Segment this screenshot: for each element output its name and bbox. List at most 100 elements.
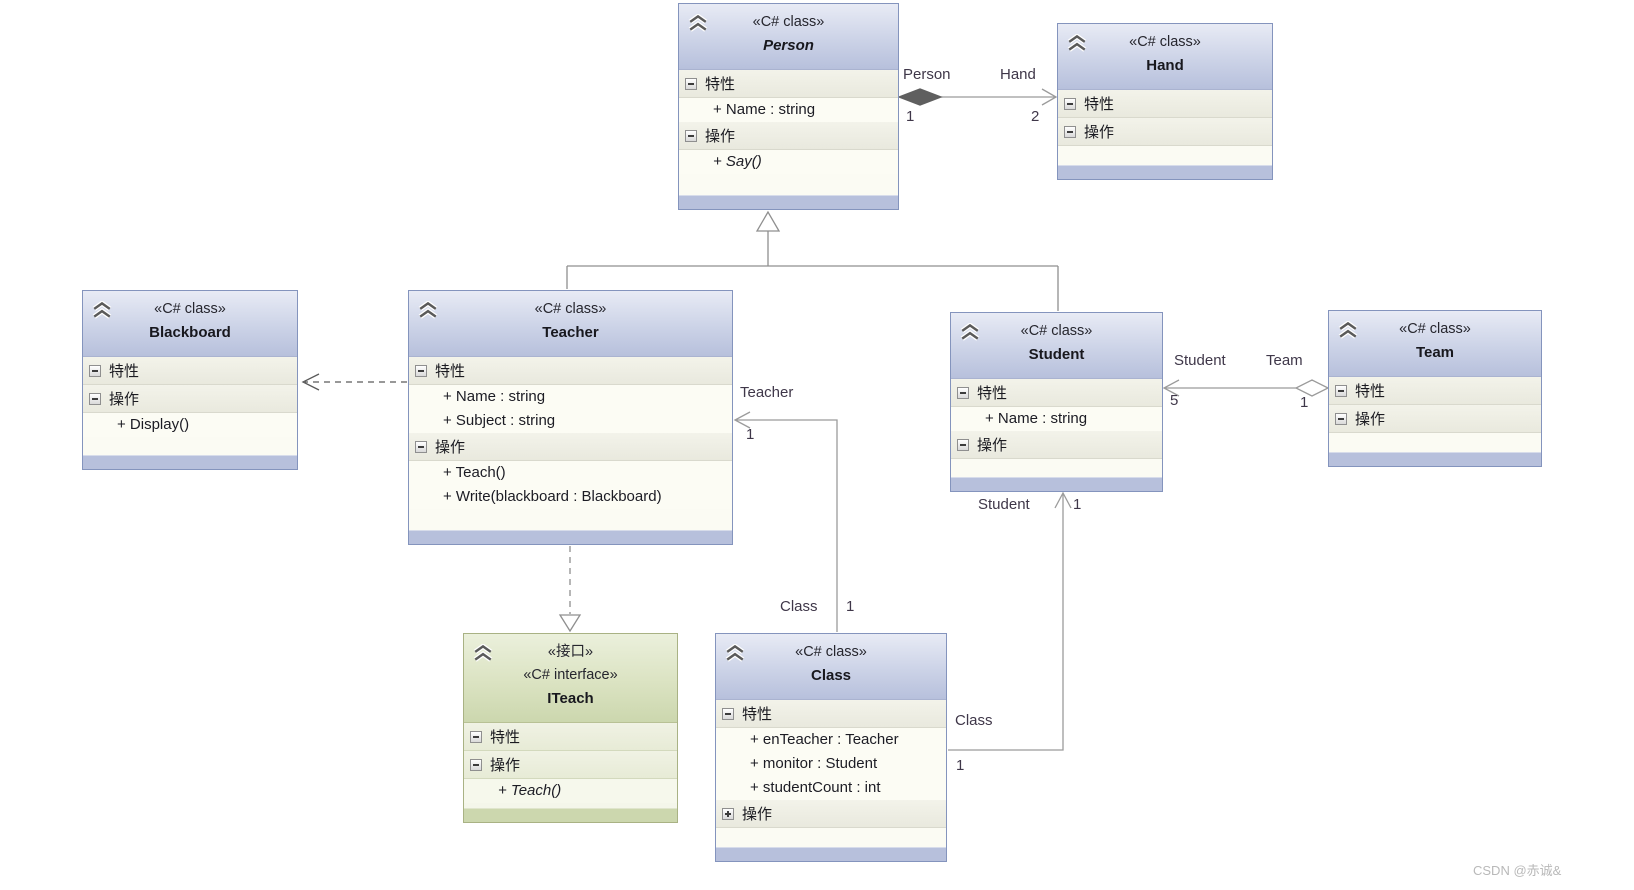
minus-expander-icon[interactable]: [1335, 384, 1347, 397]
attributes-section-header: 特性: [716, 700, 946, 728]
operation-row: + Write(blackboard : Blackboard): [409, 485, 732, 509]
attribute-row: + enTeacher : Teacher: [716, 728, 946, 752]
collapse-chevron-icon[interactable]: [92, 301, 112, 319]
box-footer-strip: [1058, 165, 1272, 179]
role-label-person: Person: [903, 66, 951, 83]
multiplicity-label-team: 1: [1300, 394, 1309, 411]
interface-name: ITeach: [547, 690, 594, 707]
stereotype-label: «C# class»: [1399, 321, 1471, 337]
class-box-person[interactable]: «C# class» Person 特性 + Name : string 操作 …: [678, 3, 899, 210]
class-header: «接口» «C# interface» ITeach: [464, 634, 677, 723]
role-label-student-agg: Student: [1174, 352, 1226, 369]
role-label-student-bottom: Student: [978, 496, 1030, 513]
attribute-row: + studentCount : int: [716, 776, 946, 800]
multiplicity-label-student-bottom: 1: [1073, 496, 1082, 513]
operations-section-header: 操作: [951, 431, 1162, 459]
box-footer-strip: [951, 477, 1162, 491]
multiplicity-label-student-agg: 5: [1170, 392, 1179, 409]
collapse-chevron-icon[interactable]: [1067, 34, 1087, 52]
operation-row: + Teach(): [409, 461, 732, 485]
stereotype-label: «C# interface»: [523, 667, 618, 683]
minus-expander-icon[interactable]: [1064, 125, 1076, 138]
minus-expander-icon[interactable]: [685, 129, 697, 142]
attributes-section-header: 特性: [1058, 90, 1272, 118]
operations-section-header: 操作: [1058, 118, 1272, 146]
role-label-team: Team: [1266, 352, 1303, 369]
attribute-row: + monitor : Student: [716, 752, 946, 776]
collapse-chevron-icon[interactable]: [725, 644, 745, 662]
interface-box-iteach[interactable]: «接口» «C# interface» ITeach 特性 操作 + Teach…: [463, 633, 678, 823]
collapse-chevron-icon[interactable]: [1338, 321, 1358, 339]
class-header: «C# class» Team: [1329, 311, 1541, 377]
class-name: Person: [763, 37, 814, 54]
class-name: Blackboard: [149, 324, 231, 341]
class-box-team[interactable]: «C# class» Team 特性 操作: [1328, 310, 1542, 467]
class-name: Hand: [1146, 57, 1184, 74]
attributes-section-header: 特性: [464, 723, 677, 751]
role-label-class-top: Class: [780, 598, 818, 615]
stereotype-cn-label: «接口»: [547, 644, 594, 660]
role-label-teacher: Teacher: [740, 384, 794, 401]
composition-edge-person-hand: [897, 88, 1058, 106]
minus-expander-icon[interactable]: [957, 386, 969, 399]
operation-row: + Teach(): [464, 779, 677, 803]
minus-expander-icon[interactable]: [415, 364, 427, 377]
attribute-row: + Name : string: [409, 385, 732, 409]
minus-expander-icon[interactable]: [89, 392, 101, 405]
operations-section-header: 操作: [83, 385, 297, 413]
operations-section-header: 操作: [1329, 405, 1541, 433]
class-name: Teacher: [542, 324, 599, 341]
role-label-class-right: Class: [955, 712, 993, 729]
stereotype-label: «C# class»: [1129, 34, 1201, 50]
class-name: Student: [1028, 346, 1085, 363]
operations-section-header: 操作: [716, 800, 946, 828]
minus-expander-icon[interactable]: [415, 440, 427, 453]
class-name: Team: [1415, 344, 1455, 361]
plus-expander-icon[interactable]: [722, 807, 734, 820]
minus-expander-icon[interactable]: [470, 758, 482, 771]
class-box-student[interactable]: «C# class» Student 特性 + Name : string 操作: [950, 312, 1163, 492]
attribute-row: + Name : string: [679, 98, 898, 122]
class-name: Class: [810, 667, 852, 684]
attributes-section-header: 特性: [951, 379, 1162, 407]
class-header: «C# class» Person: [679, 4, 898, 70]
minus-expander-icon[interactable]: [470, 730, 482, 743]
class-box-teacher[interactable]: «C# class» Teacher 特性 + Name : string + …: [408, 290, 733, 545]
minus-expander-icon[interactable]: [685, 77, 697, 90]
stereotype-label: «C# class»: [795, 644, 867, 660]
operation-row: + Say(): [679, 150, 898, 174]
collapse-chevron-icon[interactable]: [418, 301, 438, 319]
attributes-section-header: 特性: [679, 70, 898, 98]
multiplicity-label-class-top: 1: [846, 598, 855, 615]
minus-expander-icon[interactable]: [722, 707, 734, 720]
class-box-class[interactable]: «C# class» Class 特性 + enTeacher : Teache…: [715, 633, 947, 862]
operation-row: + Display(): [83, 413, 297, 437]
attributes-section-header: 特性: [409, 357, 732, 385]
minus-expander-icon[interactable]: [89, 364, 101, 377]
class-box-hand[interactable]: «C# class» Hand 特性 操作: [1057, 23, 1273, 180]
operations-section-header: 操作: [679, 122, 898, 150]
class-header: «C# class» Blackboard: [83, 291, 297, 357]
collapse-chevron-icon[interactable]: [688, 14, 708, 32]
box-footer-strip: [716, 847, 946, 861]
attributes-section-header: 特性: [83, 357, 297, 385]
minus-expander-icon[interactable]: [957, 438, 969, 451]
box-footer-strip: [679, 195, 898, 209]
class-header: «C# class» Teacher: [409, 291, 732, 357]
box-footer-strip: [1329, 452, 1541, 466]
attribute-row: + Name : string: [951, 407, 1162, 431]
collapse-chevron-icon[interactable]: [473, 644, 493, 662]
class-box-blackboard[interactable]: «C# class» Blackboard 特性 操作 + Display(): [82, 290, 298, 470]
multiplicity-label-hand: 2: [1031, 108, 1040, 125]
multiplicity-label-person: 1: [906, 108, 915, 125]
dependency-edge-teacher-blackboard: [301, 373, 407, 391]
box-footer-strip: [409, 530, 732, 544]
minus-expander-icon[interactable]: [1335, 412, 1347, 425]
collapse-chevron-icon[interactable]: [960, 323, 980, 341]
multiplicity-label-class-right: 1: [956, 757, 965, 774]
minus-expander-icon[interactable]: [1064, 97, 1076, 110]
stereotype-label: «C# class»: [154, 301, 226, 317]
class-header: «C# class» Class: [716, 634, 946, 700]
role-label-hand: Hand: [1000, 66, 1036, 83]
